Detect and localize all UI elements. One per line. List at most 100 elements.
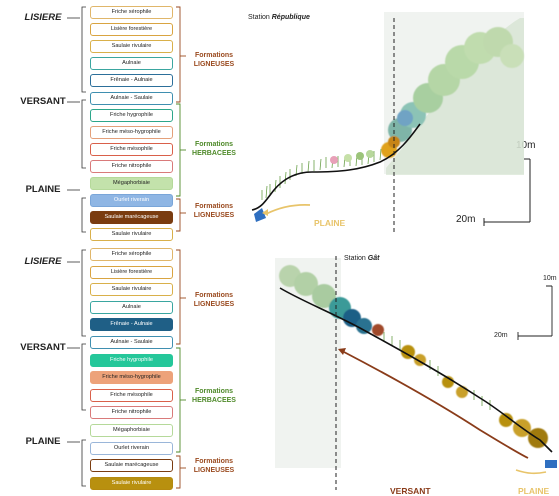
- plaine-arrow: [265, 203, 311, 215]
- bracket-lisiere: [81, 6, 86, 93]
- group-label-line: LIGNEUSES: [193, 211, 235, 219]
- legend-item: Lisière forestière: [90, 23, 173, 37]
- vertical-scale-label: 10m: [543, 275, 557, 282]
- zone-label-lisiere: LISIERE: [24, 256, 62, 267]
- grass-stems: [261, 148, 382, 200]
- legend-item: Aulnaie - Saulaie: [90, 336, 173, 349]
- plaine-arrow-head: [262, 209, 268, 216]
- tree: [442, 376, 454, 388]
- tree: [356, 318, 372, 334]
- group-label-line: HERBACEES: [192, 396, 236, 404]
- legend-item: Mégaphorbiaie: [90, 424, 173, 437]
- group-label-line: Formations: [194, 203, 234, 210]
- group-label-line: Formations: [194, 292, 234, 299]
- group-label-line: Formations: [194, 52, 234, 59]
- legend-brackets-bottom: [81, 249, 86, 487]
- legend-item: Ourlet riverain: [90, 441, 173, 455]
- group-label-line: Formations: [194, 388, 234, 395]
- tree: [456, 386, 468, 398]
- legend-item: Frênaie - Aulnaie: [90, 318, 173, 332]
- ground-profile-line: [251, 123, 421, 211]
- plaine-arrow: [515, 469, 547, 475]
- legend-item: Aulnaie: [90, 300, 173, 314]
- zone-label-lisiere: LISIERE: [24, 12, 62, 23]
- group-label-line: LIGNEUSES: [193, 466, 235, 474]
- legend-item: Ourlet riverain: [90, 194, 173, 208]
- legend-item: Friche hygrophile: [90, 108, 173, 122]
- zone-label-versant: VERSANT: [20, 96, 66, 107]
- station-prefix: Station: [344, 255, 368, 262]
- group-label-line: HERBACEES: [192, 149, 236, 157]
- bracket-ligneuses: [176, 198, 181, 232]
- tree: [499, 413, 513, 427]
- zone-label-versant: VERSANT: [20, 342, 66, 353]
- legend-item: Saulaie rivulaire: [90, 228, 173, 242]
- legend-item: Aulnaie: [90, 57, 173, 71]
- tree: [388, 136, 400, 148]
- tree: [372, 324, 384, 336]
- legend-item: Friche xérophile: [90, 248, 173, 261]
- group-label-line: Formations: [194, 141, 234, 148]
- river-water: [545, 460, 557, 468]
- top-profile-drawing: [251, 12, 531, 232]
- station-title: Station République: [248, 14, 310, 21]
- legend-item: Mégaphorbiaie: [90, 177, 173, 190]
- tree: [401, 345, 415, 359]
- plaine-profile-label: PLAINE: [314, 218, 346, 228]
- bracket-versant: [81, 343, 86, 411]
- bracket-lisiere: [81, 249, 86, 337]
- versant-arrow-head: [338, 348, 346, 355]
- legend-item: Friche nitrophile: [90, 159, 173, 173]
- tree: [343, 309, 361, 327]
- group-label-ligneuses-upper: Formations LIGNEUSES: [184, 292, 244, 309]
- legend-item: Frênaie - Aulnaie: [90, 74, 173, 88]
- group-label-line: LIGNEUSES: [193, 300, 235, 308]
- versant-profile-label: VERSANT: [390, 486, 431, 496]
- horizontal-scale-label: 20m: [494, 332, 508, 339]
- bracket-herbacees: [176, 103, 181, 197]
- station-name: République: [271, 14, 310, 21]
- scale-bar: [546, 285, 553, 336]
- zone-dashes-top: [67, 17, 80, 191]
- group-label-ligneuses-lower: Formations LIGNEUSES: [184, 203, 244, 220]
- scale-bar: [518, 158, 531, 223]
- vertical-scale-label: 10m: [516, 140, 536, 151]
- legend-item: Saulaie rivulaire: [90, 283, 173, 297]
- bracket-plaine: [81, 197, 86, 233]
- tree: [294, 272, 318, 296]
- legend-item: Friche mésophile: [90, 142, 173, 156]
- shrubs: [330, 150, 374, 164]
- group-brackets-bottom: [176, 249, 186, 489]
- group-label-herbacees: Formations HERBACEES: [184, 388, 244, 405]
- tree: [397, 110, 413, 126]
- legend-item: Saulaie marécageuse: [90, 211, 173, 225]
- legend-item: Saulaie rivulaire: [90, 476, 173, 490]
- shrub: [366, 150, 374, 158]
- legend-item: Saulaie marécageuse: [90, 459, 173, 473]
- tree-canopy: [381, 27, 524, 158]
- group-label-line: LIGNEUSES: [193, 60, 235, 68]
- bracket-versant: [81, 99, 86, 169]
- legend-item: Friche xérophile: [90, 6, 173, 19]
- legend-item: Aulnaie - Saulaie: [90, 91, 173, 105]
- station-title: Station Gât: [344, 255, 379, 262]
- zone-label-plaine: PLAINE: [25, 184, 61, 195]
- tree: [312, 284, 336, 308]
- legend-item: Lisière forestière: [90, 265, 173, 279]
- legend-item: Friche hygrophile: [90, 353, 173, 367]
- legend-item: Friche méso-hygrophile: [90, 371, 173, 385]
- station-name: Gât: [367, 255, 380, 262]
- station-prefix: Station: [248, 14, 272, 21]
- shrub: [330, 156, 338, 164]
- river-water: [254, 208, 266, 222]
- legend-item: Friche mésophile: [90, 388, 173, 402]
- tree: [500, 44, 524, 68]
- zone-label-plaine: PLAINE: [25, 436, 61, 447]
- bottom-profile-drawing: [275, 256, 557, 490]
- versant-arrow: [343, 351, 529, 459]
- group-label-herbacees: Formations HERBACEES: [184, 141, 244, 158]
- group-label-ligneuses-upper: Formations LIGNEUSES: [184, 52, 244, 69]
